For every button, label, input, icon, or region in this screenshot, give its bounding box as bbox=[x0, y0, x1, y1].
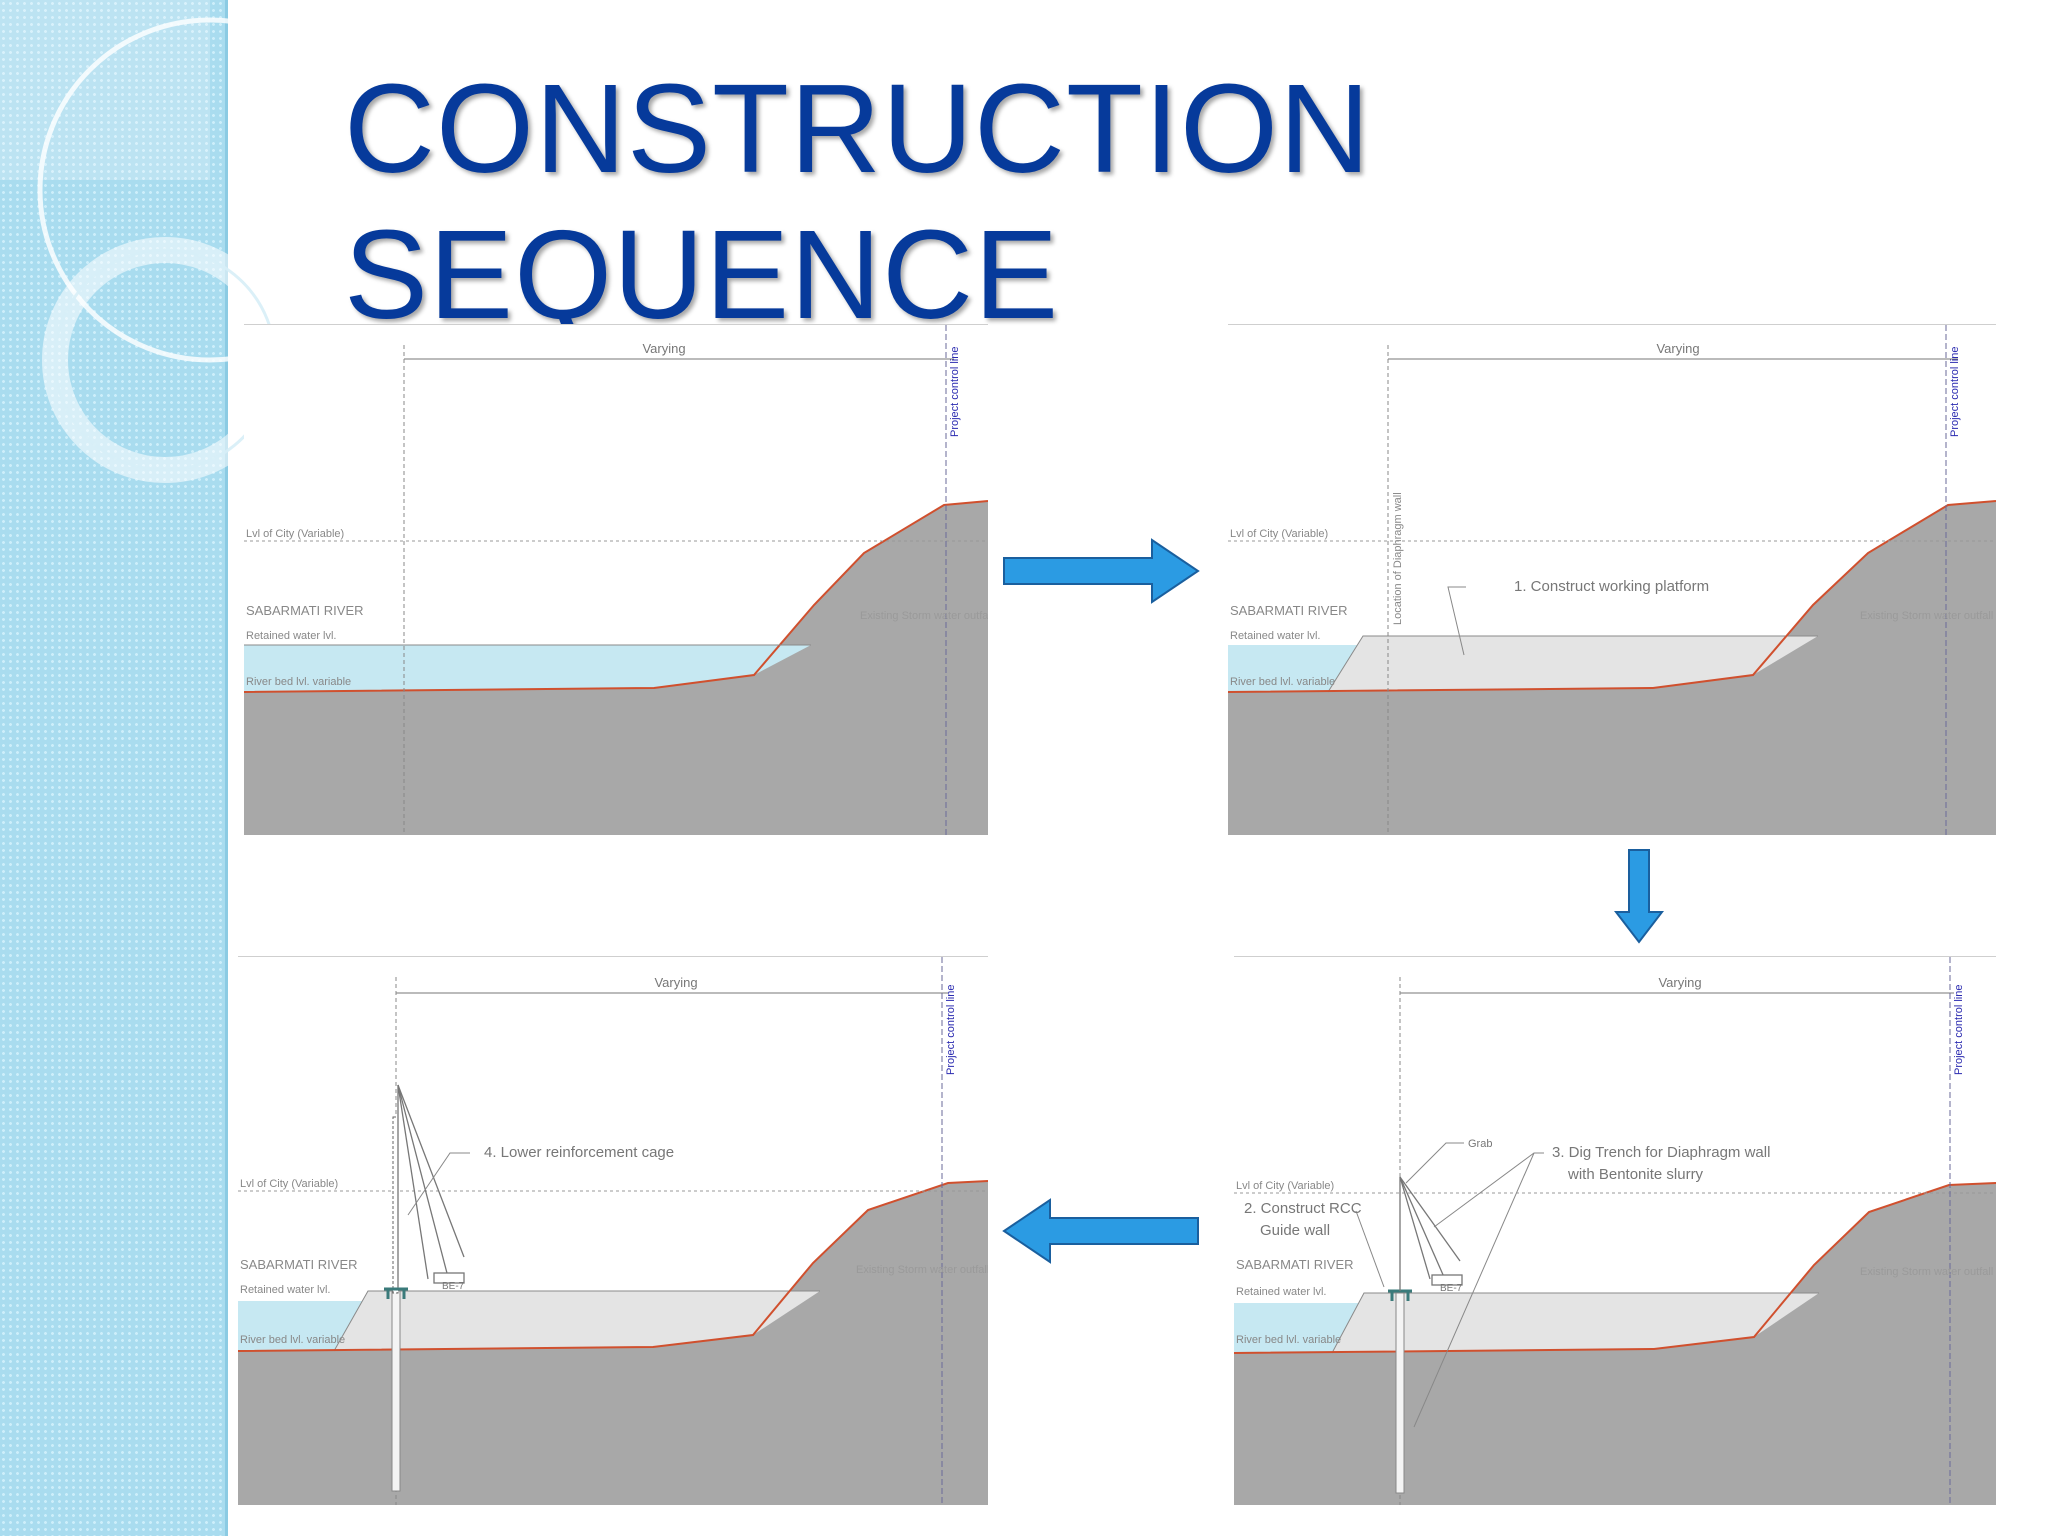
city-level-label: Lvl of City (Variable) bbox=[240, 1178, 338, 1190]
crane-tag: BE-7 bbox=[442, 1281, 465, 1292]
ground-section bbox=[1234, 1183, 1996, 1505]
river-label: SABARMATI RIVER bbox=[240, 1257, 358, 1272]
diagram-step-1-working-platform: Varying Project control line Location of… bbox=[1228, 324, 1996, 835]
diagram-svg-1: Varying Project control line Location of… bbox=[1228, 325, 1996, 835]
side-decor-band bbox=[0, 0, 228, 1536]
retained-water-label: Retained water lvl. bbox=[240, 1284, 331, 1296]
guide-wall-icon bbox=[384, 1287, 408, 1299]
river-bed-line bbox=[1234, 1182, 1996, 1354]
diagram-svg-2: BE-7 Grab 2. Construct RCC Guide wall 3.… bbox=[1234, 957, 1996, 1505]
step3-leader-line bbox=[1433, 1152, 1544, 1228]
platform-outline bbox=[333, 1290, 820, 1352]
working-platform bbox=[1328, 636, 1818, 692]
river-water bbox=[1234, 1303, 1364, 1353]
storm-water-label: Existing Storm water outfall bbox=[1860, 1266, 1993, 1278]
diaphragm-location-label: Location of Diaphragm wall bbox=[1392, 492, 1404, 625]
project-control-label: Project control line bbox=[949, 347, 961, 438]
river-bed-line bbox=[1228, 500, 1996, 693]
working-platform bbox=[1332, 1293, 1819, 1353]
river-bed-label: River bed lvl. variable bbox=[246, 676, 351, 688]
storm-water-label: Existing Storm water outfall bbox=[1860, 610, 1993, 622]
platform-outline bbox=[1327, 635, 1818, 693]
reinforcement-cage bbox=[392, 1116, 399, 1294]
step2-label-line2: Guide wall bbox=[1260, 1222, 1330, 1239]
varying-label: Varying bbox=[654, 975, 697, 990]
river-bed-line bbox=[244, 500, 988, 693]
project-control-label: Project control line bbox=[945, 985, 957, 1076]
grab-leader-line bbox=[1405, 1142, 1464, 1184]
title-line-1: CONSTRUCTION bbox=[344, 58, 1371, 199]
step2-leader-line bbox=[1355, 1210, 1385, 1288]
step4-leader-line bbox=[407, 1152, 470, 1216]
storm-water-label: Existing Storm water outfall bbox=[860, 610, 988, 622]
city-level-label: Lvl of City (Variable) bbox=[1230, 528, 1328, 540]
retained-water-label: Retained water lvl. bbox=[246, 630, 337, 642]
river-label: SABARMATI RIVER bbox=[246, 603, 364, 618]
slide-title: CONSTRUCTION SEQUENCE bbox=[344, 56, 1371, 348]
city-level-label: Lvl of City (Variable) bbox=[246, 528, 344, 540]
river-label: SABARMATI RIVER bbox=[1230, 603, 1348, 618]
varying-label: Varying bbox=[642, 341, 685, 356]
step3-label-line2: with Bentonite slurry bbox=[1567, 1166, 1704, 1183]
city-level-label: Lvl of City (Variable) bbox=[1236, 1180, 1334, 1192]
step4-label: 4. Lower reinforcement cage bbox=[484, 1144, 674, 1161]
river-label: SABARMATI RIVER bbox=[1236, 1257, 1354, 1272]
crane-icon bbox=[397, 1084, 465, 1287]
right-arrow-icon bbox=[1003, 538, 1200, 604]
working-platform bbox=[334, 1291, 820, 1351]
river-water bbox=[244, 645, 811, 692]
diagram-step-0-existing: Varying Project control line Lvl of City… bbox=[244, 324, 988, 835]
river-water bbox=[1228, 645, 1363, 692]
step1-label: 1. Construct working platform bbox=[1514, 578, 1709, 595]
crane-tag: BE-7 bbox=[1440, 1283, 1463, 1294]
title-line-2: SEQUENCE bbox=[344, 204, 1060, 345]
side-band-edge bbox=[225, 0, 228, 1536]
river-bed-label: River bed lvl. variable bbox=[1236, 1334, 1341, 1346]
trench bbox=[391, 1290, 401, 1492]
left-arrow-icon bbox=[1002, 1198, 1199, 1264]
retained-water-label: Retained water lvl. bbox=[1230, 630, 1321, 642]
varying-label: Varying bbox=[1656, 341, 1699, 356]
varying-label: Varying bbox=[1658, 975, 1701, 990]
step2-label-line1: 2. Construct RCC bbox=[1244, 1200, 1362, 1217]
river-bed-line bbox=[238, 1180, 988, 1352]
ground-section bbox=[238, 1181, 988, 1505]
project-control-label: Project control line bbox=[1949, 347, 1961, 438]
river-bed-label: River bed lvl. variable bbox=[240, 1334, 345, 1346]
diagram-svg-3: BE-7 4. Lower reinforcement cage Lvl of … bbox=[238, 957, 988, 1505]
river-bed-label: River bed lvl. variable bbox=[1230, 676, 1335, 688]
retained-water-label: Retained water lvl. bbox=[1236, 1286, 1327, 1298]
diagram-step-4-reinforcement: BE-7 4. Lower reinforcement cage Lvl of … bbox=[238, 956, 988, 1505]
platform-outline bbox=[1331, 1292, 1819, 1354]
grab-label: Grab bbox=[1468, 1138, 1492, 1150]
step3-leader-line-2 bbox=[1413, 1152, 1535, 1428]
trench bbox=[1395, 1292, 1405, 1494]
diagram-svg-0: Varying Project control line Lvl of City… bbox=[244, 325, 988, 835]
down-arrow-icon bbox=[1614, 849, 1664, 944]
river-water bbox=[238, 1301, 368, 1351]
ground-section bbox=[244, 501, 988, 835]
diagram-step-2-3-trench: BE-7 Grab 2. Construct RCC Guide wall 3.… bbox=[1234, 956, 1996, 1505]
ground-section bbox=[1228, 501, 1996, 835]
step3-label-line1: 3. Dig Trench for Diaphragm wall bbox=[1552, 1144, 1770, 1161]
step-leader-line bbox=[1447, 586, 1466, 656]
storm-water-label: Existing Storm water outfall bbox=[856, 1264, 988, 1276]
grab-crane-icon bbox=[1399, 1176, 1463, 1291]
project-control-label: Project control line bbox=[1953, 985, 1965, 1076]
